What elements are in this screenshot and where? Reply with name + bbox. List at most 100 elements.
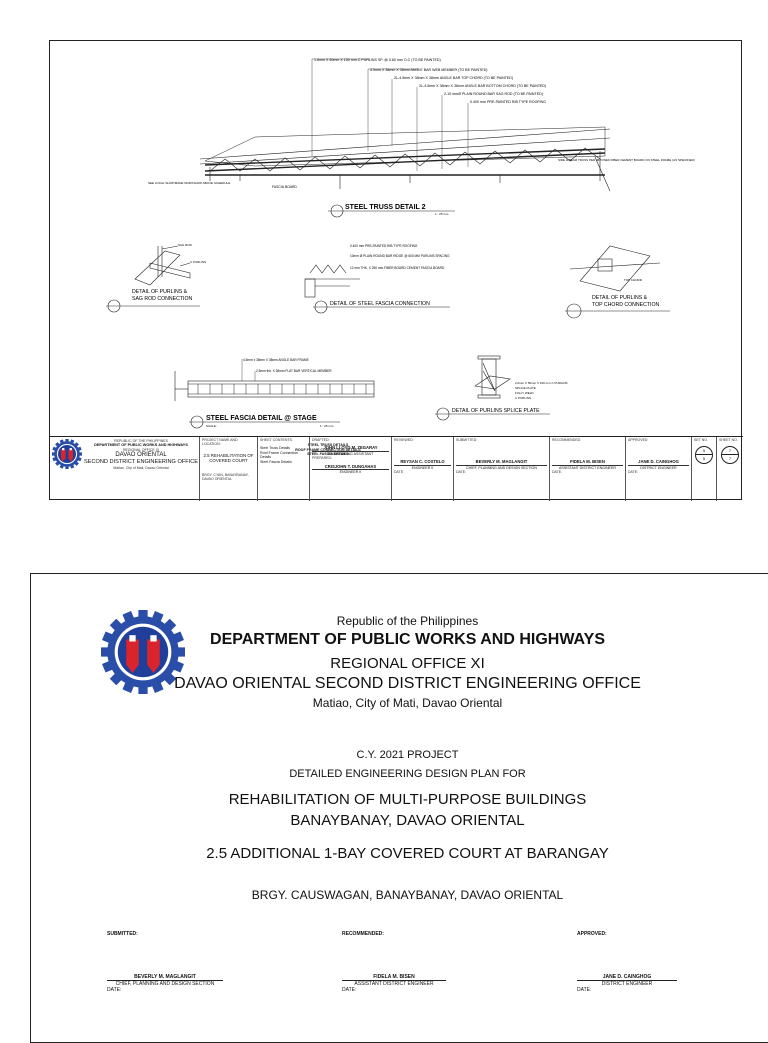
cover-recommended-date: DATE: — [342, 987, 357, 993]
sheet-contents-stack: STEEL TRUSS DETAILS ROOF FRAME CONNECTIO… — [268, 443, 388, 457]
section-marker-icon — [565, 303, 670, 319]
tb-recommended-name: FIDELA M. BISEN — [552, 460, 623, 466]
tb-prepared-header: PREPARED: — [312, 456, 332, 461]
cover-address: Matiao, City of Mati, Davao Oriental — [312, 696, 503, 710]
cover-recommended-role: ASSISTANT DISTRICT ENGINEER — [342, 980, 446, 987]
purlins-sag-title-1: DETAIL OF PURLINS & — [132, 289, 188, 295]
purlins-top-title-1: DETAIL OF PURLINS & — [592, 295, 648, 301]
tb-recommended-role: ASSISTANT DISTRICT ENGINEER — [559, 465, 616, 470]
tb-contents-3: Steel Fascia Details — [260, 459, 292, 464]
cover-recommended-name: FIDELA M. BISEN — [373, 974, 415, 980]
sheet-contents-3: STEEL FASCIA DETAILS — [307, 452, 349, 457]
tb-drafted-role: ENGINEERING ASSISTANT — [327, 451, 374, 456]
fascia-note-3: 12 mm THK. X 250 mm FIBER BOARD CEMENT F… — [350, 266, 445, 270]
truss-drawing: 1.6mm X 50mm X 150 mm C PURLINS SP. @ 0.… — [106, 58, 695, 429]
tb-approved-role: DISTRICT ENGINEER — [640, 465, 677, 470]
tb-republic: REPUBLIC OF THE PHILIPPINES — [114, 439, 168, 443]
tb-prepared-name: CRISJOHN T. DUNGAHAS — [312, 464, 389, 471]
tb-reviewed-role: ENGINEER II — [411, 465, 434, 470]
cover-sheet: Republic of the Philippines DEPARTMENT O… — [30, 573, 768, 1043]
set-no-top: 5 — [696, 447, 712, 456]
tb-prepared-role: ENGINEER II — [339, 470, 362, 475]
sheet-no-top: 7 — [722, 447, 738, 456]
tb-department: DEPARTMENT OF PUBLIC WORKS AND HIGHWAYS — [94, 443, 188, 448]
dpwh-logo-icon — [51, 438, 83, 470]
tb-reviewed: REVIEWED: REYSAN C. COSTELO ENGINEER II … — [392, 437, 454, 501]
tb-reviewed-header: REVIEWED: — [394, 438, 414, 442]
splice-title: DETAIL OF PURLINS SPLICE PLATE — [452, 408, 540, 414]
cover-location: BRGY. CAUSWAGAN, BANAYBANAY, DAVAO ORIEN… — [251, 888, 564, 902]
stage-scale: 1 : 25 mm — [320, 424, 334, 428]
cover-submitted-signature: BEVERLY M. MAGLANGIT CHIEF, PLANNING AND… — [107, 974, 223, 993]
tb-reviewed-name: REYSAN C. COSTELO — [394, 460, 451, 466]
stage-scale-label: SCALE: — [206, 424, 217, 428]
tb-region: REGIONAL OFFICE XI — [122, 447, 160, 452]
drawing-sheet-truss: 1.6mm X 50mm X 150 mm C PURLINS SP. @ 0.… — [49, 40, 743, 501]
cover-approved-signature: JANE D. CAINGHOG DISTRICT ENGINEER DATE: — [577, 974, 677, 993]
tb-contents-1: Steel Truss Details — [260, 446, 290, 451]
top-chord-label: TOP CHORD — [624, 278, 643, 282]
cover-department: DEPARTMENT OF PUBLIC WORKS AND HIGHWAYS — [210, 631, 605, 648]
truss-note-6: 0.400 mm PRE-PAINTED RIB TYPE ROOFING — [470, 100, 546, 104]
tb-agency: REPUBLIC OF THE PHILIPPINES DEPARTMENT O… — [50, 437, 200, 501]
tb-project-header: PROJECT NAME AND LOCATION: — [202, 438, 238, 447]
tb-project: PROJECT NAME AND LOCATION: 2.5 REHABILIT… — [200, 437, 258, 501]
tb-approved-header: APPROVED: — [628, 438, 649, 442]
cover-republic: Republic of the Philippines — [336, 614, 479, 628]
purlins-sag-title-2: SAG ROD CONNECTION — [132, 296, 192, 302]
stage-fascia-sketch — [174, 371, 375, 401]
sheet-no-badge: 7 7 — [721, 446, 739, 465]
section-marker-icon — [328, 204, 455, 218]
splice-note-4: C PURLINS — [515, 396, 531, 400]
fascia-conn-title: DETAIL OF STEEL FASCIA CONNECTION — [330, 301, 430, 307]
splice-note-2: SPLICE PLATE — [515, 386, 536, 390]
truss-note-5: 2-10 mmØ PLAIN ROUND BAR SAG ROD (TO BE … — [444, 92, 543, 96]
stage-vertical-members — [197, 384, 367, 394]
fascia-board-label: FASCIA BOARD — [272, 185, 297, 189]
tb-project-loc: BRGY. CYAN, BANAYBANAY, DAVAO ORIENTAL — [202, 472, 249, 482]
tb-office: SECOND DISTRICT ENGINEERING OFFICE — [84, 459, 198, 466]
tb-set-no-header: SET NO. — [694, 438, 708, 442]
cover-approved-role: DISTRICT ENGINEER — [577, 980, 677, 987]
cover-region: REGIONAL OFFICE XI — [330, 655, 485, 672]
tb-sheet-no: SHEET NO. 7 7 — [717, 437, 743, 501]
section-marker-icon — [435, 407, 550, 421]
fascia-sketch — [304, 264, 360, 298]
tb-approved-date: DATE: — [628, 470, 639, 475]
tb-province: DAVAO ORIENTAL — [115, 452, 167, 459]
cover-office: DAVAO ORIENTAL SECOND DISTRICT ENGINEERI… — [174, 675, 641, 692]
truss-note-4: 2L-4.5mm X 38mm X 38mm ANGLE BAR BOTTOM … — [419, 84, 546, 88]
tb-submitted-role: CHIEF, PLANNING AND DESIGN SECTION — [466, 465, 537, 470]
tb-recommended-date: DATE: — [552, 470, 563, 475]
cover-approved-date: DATE: — [577, 987, 592, 993]
sheet-contents-2: ROOF FRAME CONNECTION DETAILS — [295, 447, 361, 452]
tb-submitted-name: BEVERLY M. MAGLANGIT — [456, 460, 547, 466]
tb-project-name: 2.5 REHABILITATION OF COVERED COURT — [203, 452, 254, 463]
splice-sketch — [474, 355, 511, 399]
fascia-note-2: 10mm Ø PLAIN ROUND BAR RIDGE @ 600 MM PU… — [350, 254, 450, 258]
tb-set-no: SET NO. 5 5 — [692, 437, 717, 501]
dpwh-logo-icon — [100, 609, 186, 699]
tb-contents-header: SHEET CONTENTS: — [260, 438, 293, 442]
tb-recommended: RECOMMENDED: FIDELA M. BISEN ASSISTANT D… — [550, 437, 626, 501]
tb-contents-2: Roof Frame Connection Details — [260, 450, 299, 460]
fascia-note-1: 0.400 mm PRE-PAINTED RIB TYPE ROOFING — [350, 244, 418, 248]
tb-drafted: DRAFTED: JOHN LLOYD M. ZEGARAY ENGINEERI… — [310, 437, 392, 501]
cover-plan-for: DETAILED ENGINEERING DESIGN PLAN FOR — [289, 768, 526, 780]
tb-submitted-header: SUBMITTED: — [456, 438, 478, 442]
top-chord-sketch — [569, 245, 661, 292]
tb-drafted-header: DRAFTED: — [312, 438, 330, 442]
tb-approved: APPROVED: JANE D. CAINGHOG DISTRICT ENGI… — [626, 437, 692, 501]
tb-address: Matiao, City of Mati, Davao Oriental — [113, 466, 169, 471]
cover-subproject: 2.5 ADDITIONAL 1-BAY COVERED COURT AT BA… — [206, 845, 609, 862]
cover-submitted-date: DATE: — [107, 987, 122, 993]
cover-recommended-label: RECOMMENDED: — [342, 931, 384, 937]
cover-title-2: BANAYBANAY, DAVAO ORIENTAL — [290, 812, 525, 829]
truss-note-3: 2L-4.5mm X 38mm X 38mm ANGLE BAR TOP CHO… — [394, 76, 513, 80]
tb-submitted-date: DATE: — [456, 470, 467, 475]
cover-submitted-role: CHIEF, PLANNING AND DESIGN SECTION — [107, 980, 223, 987]
stage-note-1: 4.5mm x 38mm X 38mm ANGLE BAR FRAME — [243, 358, 309, 362]
cover-submitted-name: BEVERLY M. MAGLANGIT — [134, 974, 196, 980]
sheet-contents-1: STEEL TRUSS DETAILS — [307, 443, 349, 447]
stage-note-2: 2.5mm thk. X 38mm FLAT BAR VERTICAL MEMB… — [256, 369, 332, 373]
